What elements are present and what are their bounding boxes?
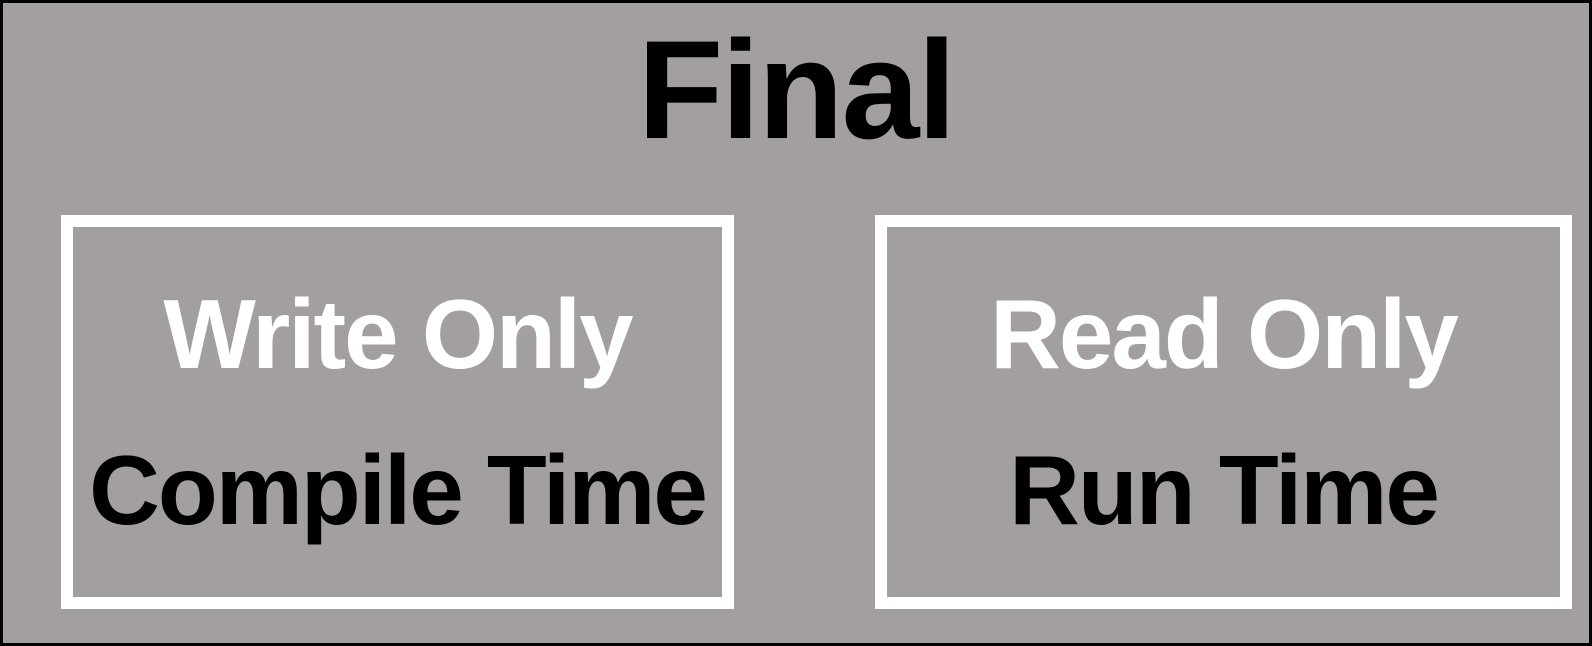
diagram-title: Final: [637, 11, 957, 168]
write-only-label: Write Only: [163, 279, 633, 389]
write-only-box: Write Only Compile Time: [61, 215, 734, 609]
read-only-box: Read Only Run Time: [875, 215, 1572, 609]
compile-time-label: Compile Time: [89, 435, 708, 545]
run-time-label: Run Time: [1009, 435, 1440, 545]
read-only-label: Read Only: [990, 279, 1459, 389]
